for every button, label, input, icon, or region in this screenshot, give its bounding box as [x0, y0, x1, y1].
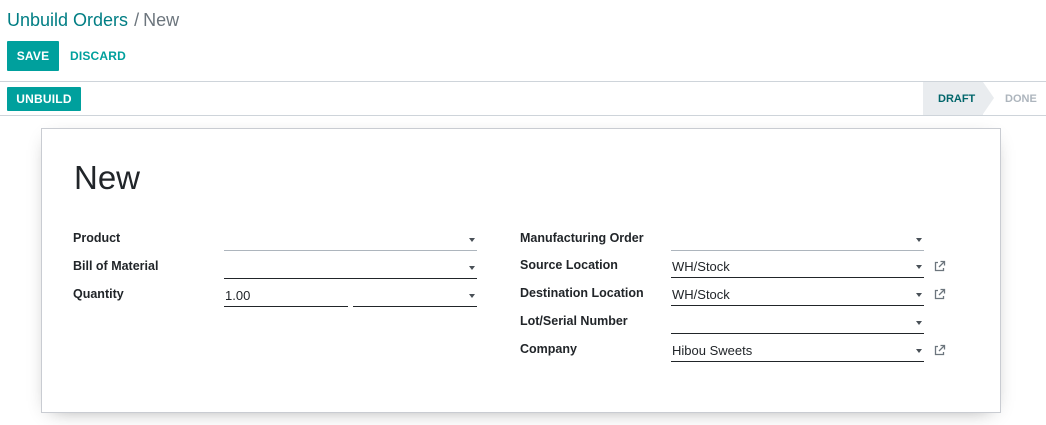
company-value: Hibou Sweets [672, 343, 753, 358]
status-stages: DRAFT DONE [923, 82, 1046, 115]
destination-location-input[interactable]: WH/Stock [671, 284, 924, 306]
manufacturing-order-input[interactable] [671, 229, 924, 251]
external-link-icon[interactable] [933, 288, 946, 301]
manufacturing-order-label: Manufacturing Order [520, 231, 644, 245]
quantity-uom-input[interactable] [353, 285, 477, 307]
chevron-down-icon[interactable] [469, 266, 475, 270]
destination-location-label: Destination Location [520, 286, 644, 300]
chevron-down-icon[interactable] [916, 349, 922, 353]
company-input[interactable]: Hibou Sweets [671, 340, 924, 362]
quantity-label: Quantity [73, 287, 124, 301]
quantity-input[interactable]: 1.00 [224, 285, 348, 307]
chevron-down-icon[interactable] [916, 321, 922, 325]
lot-serial-number-label: Lot/Serial Number [520, 314, 628, 328]
bill-of-material-input[interactable] [224, 257, 477, 279]
record-title: New [74, 159, 141, 196]
chevron-down-icon[interactable] [916, 238, 922, 242]
control-panel: Unbuild Orders/New SAVE DISCARD [0, 0, 1046, 82]
product-input[interactable] [224, 229, 477, 251]
chevron-down-icon[interactable] [469, 238, 475, 242]
breadcrumb: Unbuild Orders/New [7, 9, 179, 31]
stage-done[interactable]: DONE [1005, 92, 1037, 105]
stage-draft[interactable]: DRAFT [923, 82, 994, 115]
external-link-icon[interactable] [933, 260, 946, 273]
destination-location-value: WH/Stock [672, 287, 730, 302]
source-location-label: Source Location [520, 258, 618, 272]
source-location-input[interactable]: WH/Stock [671, 256, 924, 278]
breadcrumb-separator: / [134, 10, 140, 30]
source-location-value: WH/Stock [672, 259, 730, 274]
discard-button[interactable]: DISCARD [69, 49, 127, 63]
breadcrumb-unbuild-orders[interactable]: Unbuild Orders [7, 10, 129, 30]
quantity-value: 1.00 [225, 288, 251, 303]
chevron-down-icon[interactable] [916, 293, 922, 297]
statusbar: UNBUILD DRAFT DONE [0, 81, 1046, 116]
save-button[interactable]: SAVE [7, 41, 59, 71]
company-label: Company [520, 342, 577, 356]
bill-of-material-label: Bill of Material [73, 259, 159, 273]
external-link-icon[interactable] [933, 344, 946, 357]
unbuild-button[interactable]: UNBUILD [7, 87, 81, 111]
lot-serial-number-input[interactable] [671, 312, 924, 334]
chevron-down-icon[interactable] [469, 294, 475, 298]
form-sheet: New Product Bill of Material Quantity 1.… [41, 128, 1001, 413]
breadcrumb-current: New [143, 10, 180, 30]
product-label: Product [73, 231, 121, 245]
chevron-down-icon[interactable] [916, 265, 922, 269]
